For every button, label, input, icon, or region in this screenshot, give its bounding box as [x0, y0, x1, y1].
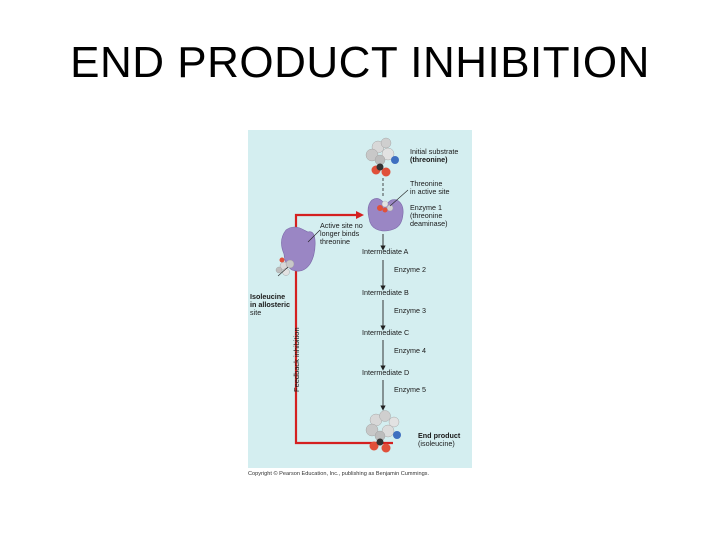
- label-initial-substrate: Initial substrate (threonine): [410, 147, 459, 164]
- feedback-arrow: [294, 213, 393, 445]
- label-intermediate-c: Intermediate C: [362, 328, 410, 337]
- label-enzyme-1: Enzyme 1 (threonine deaminase): [410, 203, 448, 228]
- label-enzyme-3: Enzyme 3: [394, 306, 426, 315]
- label-enzyme-2: Enzyme 2: [394, 265, 426, 274]
- label-threonine-active-site: Threonine in active site: [410, 179, 450, 196]
- label-enzyme-5: Enzyme 5: [394, 385, 426, 394]
- threonine-molecule: [365, 137, 399, 177]
- feedback-arrow-head: [356, 211, 364, 219]
- label-intermediate-d: Intermediate D: [362, 368, 410, 377]
- label-enzyme-4: Enzyme 4: [394, 346, 426, 355]
- pathway-diagram: Initial substrate (threonine) Threonine …: [248, 130, 472, 468]
- label-feedback-inhibition: Feedback inhibition: [292, 327, 301, 392]
- copyright-notice: Copyright © Pearson Education, Inc., pub…: [248, 471, 430, 477]
- label-intermediate-a: Intermediate A: [362, 247, 409, 256]
- isoleucine-molecule: [365, 410, 401, 453]
- label-isoleucine-allosteric-site: Isoleucine in allosteric site: [250, 292, 290, 317]
- pathway-graphics: [275, 137, 409, 453]
- label-end-product: End product (isoleucine): [418, 431, 461, 448]
- label-intermediate-b: Intermediate B: [362, 288, 409, 297]
- label-active-site-no-longer-binds: Active site no longer binds threonine: [320, 221, 363, 246]
- slide-title: END PRODUCT INHIBITION: [70, 38, 650, 87]
- enzyme-1: [367, 198, 404, 232]
- inhibited-enzyme: [275, 226, 316, 276]
